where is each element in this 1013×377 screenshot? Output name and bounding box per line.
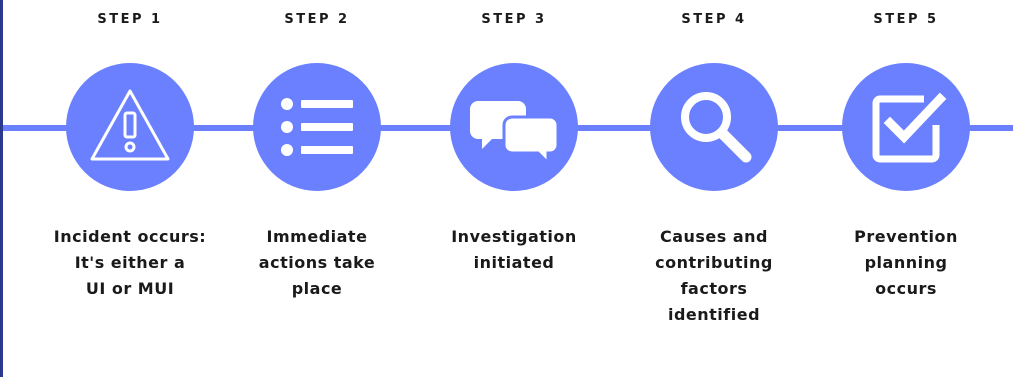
list-icon bbox=[281, 98, 353, 156]
step-circle bbox=[66, 63, 194, 191]
left-border bbox=[0, 0, 3, 377]
step-description: Prevention planning occurs bbox=[854, 227, 958, 298]
step-3: STEP 3 Investigation initiated bbox=[419, 0, 609, 377]
step-circle bbox=[842, 63, 970, 191]
step-label: STEP 5 bbox=[873, 12, 939, 27]
step-circle bbox=[253, 63, 381, 191]
step-label: STEP 1 bbox=[97, 12, 163, 27]
step-description: Investigation initiated bbox=[451, 227, 577, 272]
step-2: STEP 2 Immediate actions take place bbox=[222, 0, 412, 377]
step-circle bbox=[450, 63, 578, 191]
step-label: STEP 3 bbox=[481, 12, 547, 27]
step-label: STEP 4 bbox=[681, 12, 747, 27]
step-4: STEP 4 Causes and contributing factors i… bbox=[619, 0, 809, 377]
step-label: STEP 2 bbox=[284, 12, 350, 27]
checkbox-icon bbox=[872, 92, 947, 163]
step-circle bbox=[650, 63, 778, 191]
warning-icon bbox=[90, 89, 170, 161]
step-1: STEP 1 Incident occurs: It's either a UI… bbox=[35, 0, 225, 377]
step-description: Causes and contributing factors identifi… bbox=[655, 227, 773, 324]
step-5: STEP 5 Prevention planning occurs bbox=[811, 0, 1001, 377]
magnifier-icon bbox=[681, 92, 752, 163]
step-description: Incident occurs: It's either a UI or MUI bbox=[53, 227, 207, 298]
chat-bubbles-icon bbox=[470, 101, 560, 163]
step-description: Immediate actions take place bbox=[258, 227, 376, 298]
